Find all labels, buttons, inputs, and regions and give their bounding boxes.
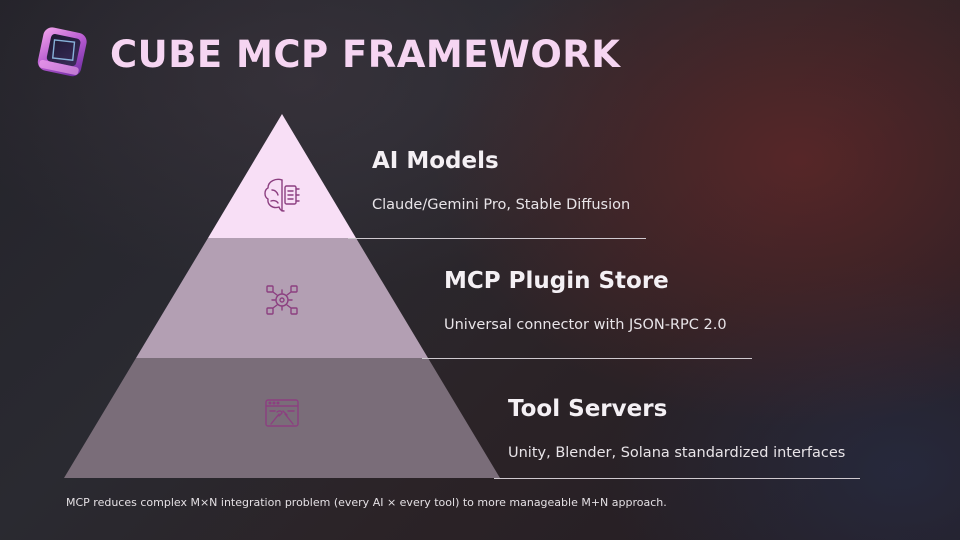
- footnote: MCP reduces complex M×N integration prob…: [66, 496, 667, 509]
- pyramid-tier-bottom: [64, 358, 500, 478]
- tier-heading-mcp-plugin-store: MCP Plugin Store: [444, 268, 669, 294]
- tier-divider: [422, 358, 752, 359]
- tier-heading-tool-servers: Tool Servers: [508, 396, 668, 422]
- tier-divider: [348, 238, 646, 239]
- ai-brain-chip-icon: [264, 178, 300, 212]
- pyramid-tier-top: [208, 114, 356, 238]
- tier-heading-ai-models: AI Models: [372, 148, 499, 174]
- tier-description-tool-servers: Unity, Blender, Solana standardized inte…: [508, 445, 846, 461]
- server-tools-icon: [265, 399, 299, 427]
- cube-logo-icon: [37, 27, 87, 77]
- tier-divider: [494, 478, 860, 479]
- network-gear-icon: [266, 285, 298, 315]
- tier-description-mcp-plugin-store: Universal connector with JSON-RPC 2.0: [444, 317, 727, 333]
- page-title: CUBE MCP FRAMEWORK: [110, 33, 621, 76]
- tier-description-ai-models: Claude/Gemini Pro, Stable Diffusion: [372, 197, 631, 213]
